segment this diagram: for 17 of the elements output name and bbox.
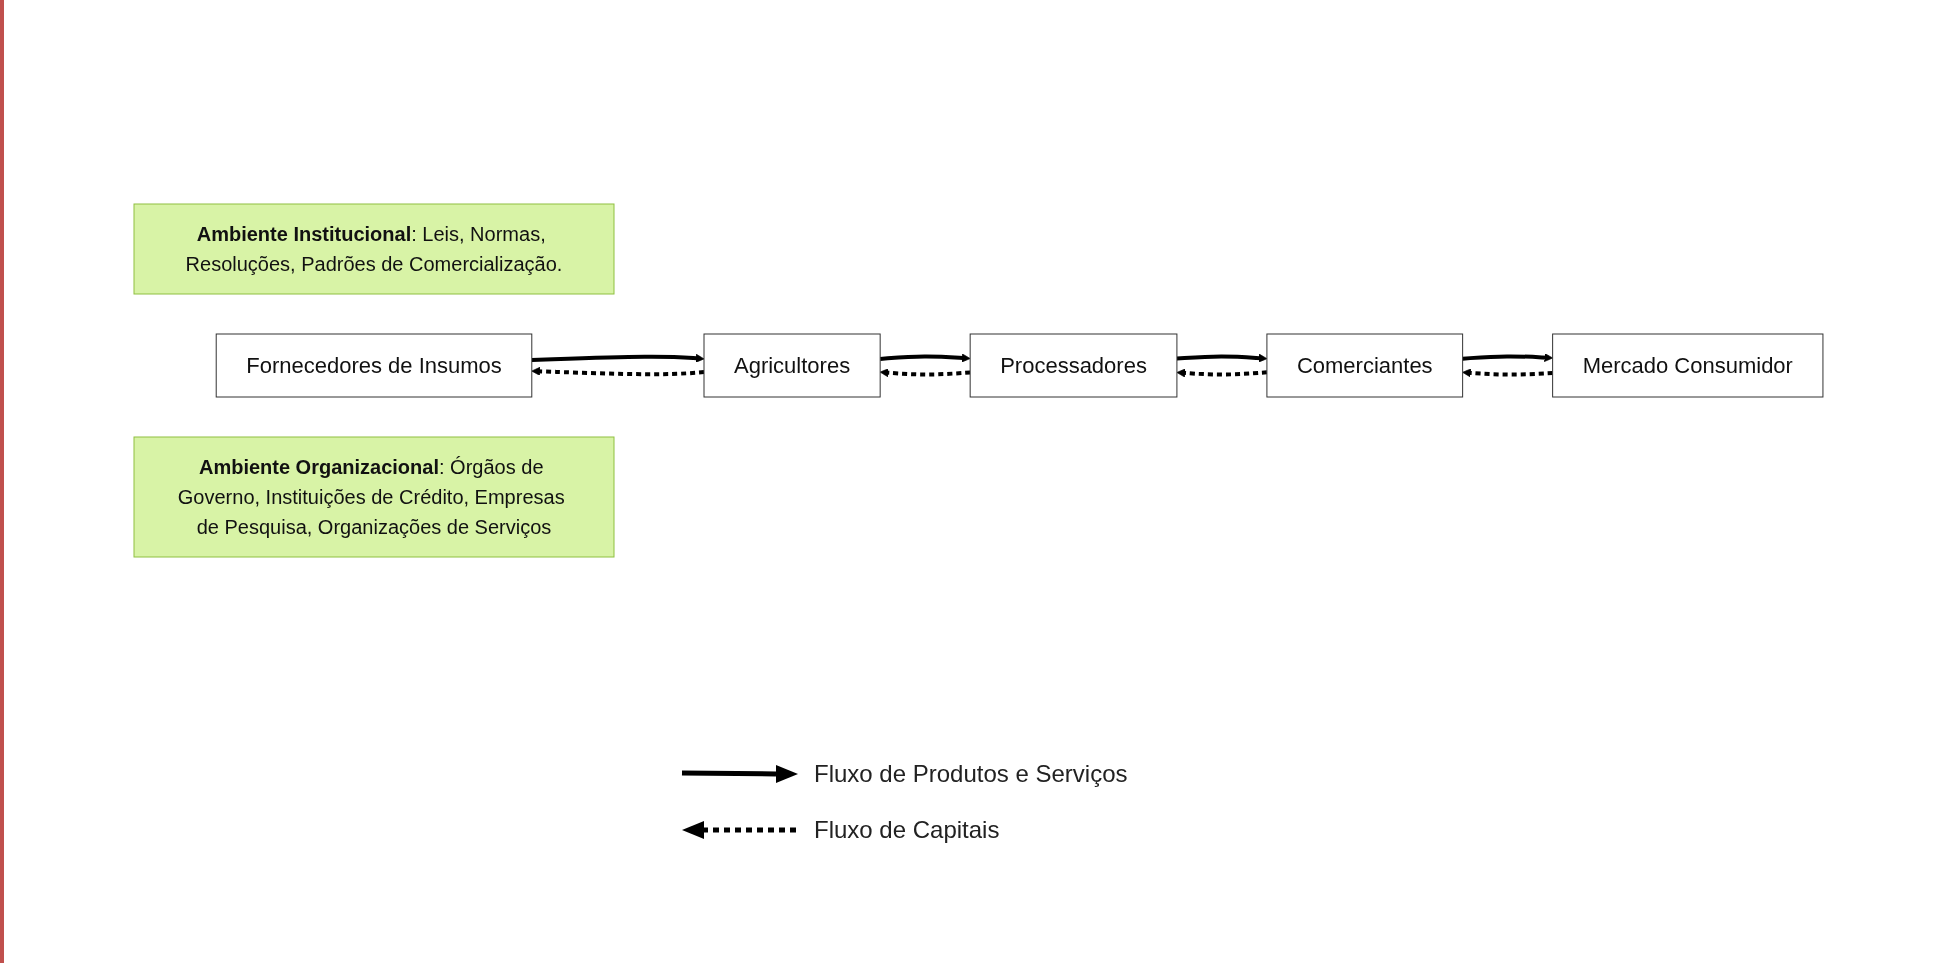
node-box: Agricultores — [703, 333, 881, 397]
arrow — [531, 353, 705, 363]
node-box: Ambiente Organizacional: Órgãos de Governo, Instituições de Crédito, Empresas de Pesquisa, Organizações de Serviços — [133, 436, 615, 557]
arrow — [531, 366, 705, 376]
node-box: Fornecedores de Insumos — [215, 333, 533, 397]
arrow — [1462, 368, 1553, 377]
arrow — [879, 367, 971, 377]
node-box: Mercado Consumidor — [1552, 333, 1824, 397]
arrow — [1176, 353, 1268, 362]
legend-text: Fluxo de Produtos e Serviços — [814, 760, 1128, 788]
legend-text: Fluxo de Capitais — [814, 816, 1000, 844]
node-box: Ambiente Institucional: Leis, Normas, Resoluções, Padrões de Comercialização. — [133, 203, 615, 294]
arrow — [1462, 352, 1554, 362]
node-box: Processadores — [969, 333, 1178, 397]
arrow — [1176, 368, 1268, 377]
arrow — [880, 353, 971, 362]
node-box: Comerciantes — [1266, 333, 1464, 397]
